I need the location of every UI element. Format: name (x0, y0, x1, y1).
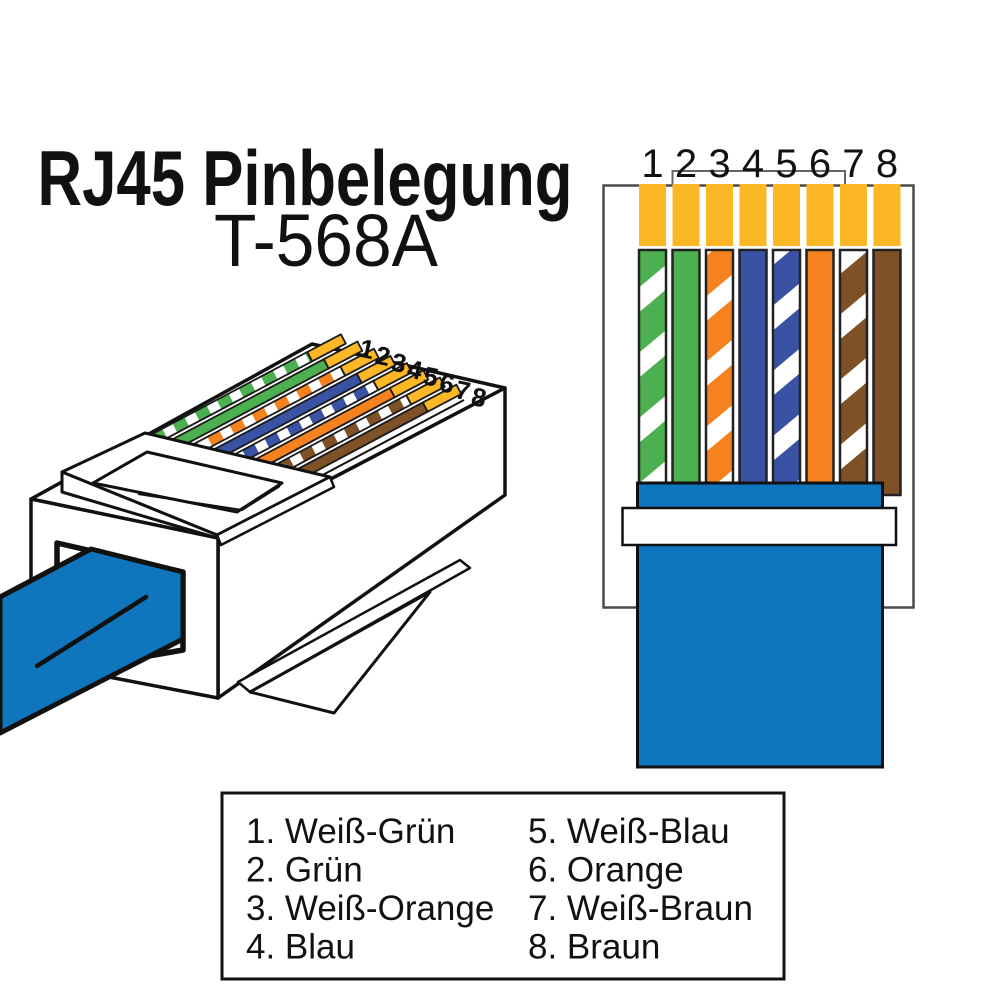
gold-pin-contacts (639, 184, 901, 246)
plug-pin-number-4: 4 (405, 354, 426, 386)
plug-wire-tip-4 (355, 354, 397, 384)
pin-number-5: 5 (775, 142, 797, 186)
pin-number-2: 2 (675, 142, 697, 186)
wire-channel-rim-edge (299, 399, 465, 488)
legend-item-5: 5. Weiß-Blau (528, 812, 730, 851)
plug-wire-tip-7 (405, 376, 446, 406)
plug-pin-number-7: 7 (453, 374, 473, 406)
latch-collar-side (215, 475, 336, 547)
wire-column-7 (838, 248, 869, 497)
pin-contact-8 (873, 184, 901, 246)
plug-pin-number-3: 3 (389, 347, 409, 379)
legend-item-2: 2. Grün (246, 851, 363, 890)
wire-column-8 (872, 248, 902, 497)
latch-opening-floor-edge (137, 485, 281, 511)
wire-column-2 (671, 248, 701, 497)
crimp-bar (621, 506, 898, 547)
pin-number-7: 7 (842, 142, 864, 186)
legend-item-4: 4. Blau (246, 928, 355, 967)
pin-number-6: 6 (809, 142, 831, 186)
plug-pin-number-8: 8 (469, 381, 489, 413)
pin-number-8: 8 (876, 142, 898, 186)
strain-clip-lever (236, 558, 472, 694)
legend-item-7: 7. Weiß-Braun (528, 889, 753, 928)
plug-pin-number-6: 6 (437, 367, 457, 399)
plug-wire-tip-8 (421, 383, 463, 413)
legend-item-1: 1. Weiß-Grün (246, 812, 455, 851)
plug-wire-tip-5 (372, 362, 413, 392)
pin-contact-5 (773, 184, 800, 246)
page-title: RJ45 Pinbelegung (38, 134, 573, 222)
plug-wire-tip-1 (306, 333, 347, 363)
wire-column-1 (637, 248, 668, 497)
plug-pin-number-2: 2 (373, 340, 393, 372)
pin-group-bracket (671, 170, 846, 187)
pin-number-1: 1 (641, 142, 663, 186)
wire-columns (637, 248, 902, 497)
blue-cable-3d (0, 546, 186, 736)
strain-clip-wedge (248, 590, 432, 715)
wire-column-6 (805, 248, 835, 497)
pin-number-4: 4 (742, 142, 764, 186)
plug-wire-tip-3 (339, 347, 380, 377)
plug-wire-tip-2 (322, 340, 364, 370)
legend-border (220, 791, 786, 981)
pin-contact-3 (706, 184, 733, 246)
cable-highlight-line (34, 594, 149, 669)
pin-contact-1 (639, 184, 666, 246)
plug-pin-number-5: 5 (421, 360, 441, 392)
pin-contact-6 (806, 184, 834, 246)
plug-wire-tip-6 (388, 369, 430, 399)
legend-item-6: 6. Orange (528, 851, 684, 890)
pin-contact-4 (739, 184, 767, 246)
legend-item-3: 3. Weiß-Orange (246, 889, 494, 928)
standard-label: T-568A (214, 199, 439, 282)
pin-contact-2 (672, 184, 700, 246)
legend-item-8: 8. Braun (528, 928, 660, 967)
plug-pin-number-1: 1 (357, 333, 377, 365)
pin-contact-7 (840, 184, 867, 246)
wire-column-3 (704, 248, 735, 497)
wire-column-5 (771, 248, 802, 497)
plug-wires (135, 333, 463, 482)
wire-column-4 (738, 248, 768, 497)
pin-number-3: 3 (708, 142, 730, 186)
